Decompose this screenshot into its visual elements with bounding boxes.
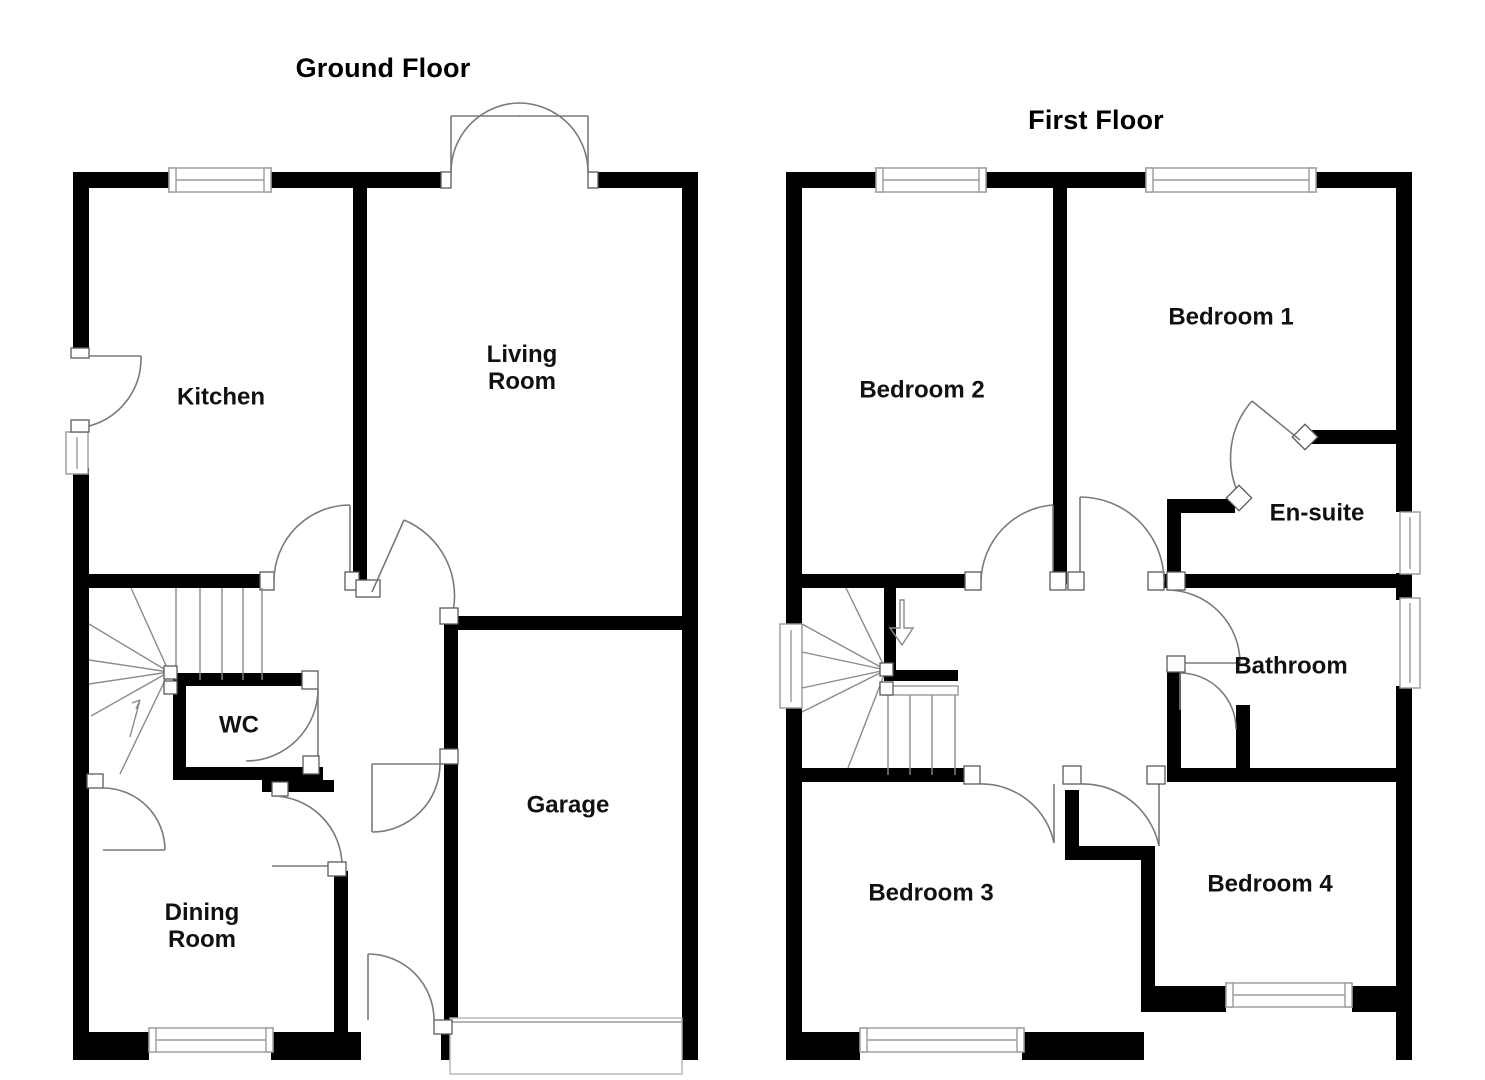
bedroom3-door xyxy=(963,765,1055,844)
kitchen-external-door xyxy=(70,347,142,433)
bedroom4-rear-window xyxy=(1225,982,1353,1008)
first-floor-walls xyxy=(786,172,1412,1060)
dining-hall-door xyxy=(271,781,347,877)
understairs-door xyxy=(86,773,166,851)
bedroom1-front-window xyxy=(1145,167,1317,193)
room-label-bedroom-3: Bedroom 3 xyxy=(868,879,994,907)
ground-floor-plan xyxy=(65,102,698,1075)
room-label-bedroom-4: Bedroom 4 xyxy=(1207,870,1333,898)
bedroom1-door xyxy=(1067,496,1165,591)
room-label-garage: Garage xyxy=(526,791,610,819)
room-label-living-room: Living Room xyxy=(486,340,558,395)
room-label-wc: WC xyxy=(219,711,259,739)
room-label-en-suite: En-suite xyxy=(1269,499,1365,527)
room-label-bathroom: Bathroom xyxy=(1234,652,1348,680)
room-label-bedroom-1: Bedroom 1 xyxy=(1168,303,1294,331)
airing-cupboard-door xyxy=(1179,672,1237,730)
living-hall-door xyxy=(355,519,459,625)
hall-front-door xyxy=(367,953,453,1035)
room-label-dining-room: Dining Room xyxy=(164,898,240,953)
room-label-bedroom-2: Bedroom 2 xyxy=(859,376,985,404)
bedroom2-front-window xyxy=(875,167,987,193)
garage-side-door xyxy=(371,748,459,833)
ground-floor-title: Ground Floor xyxy=(295,53,471,83)
garage-roller-door xyxy=(449,1017,683,1075)
living-room-french-doors xyxy=(440,102,599,189)
ensuite-side-window xyxy=(1399,511,1421,575)
bedroom4-door xyxy=(1062,765,1166,847)
bathroom-side-window xyxy=(1399,597,1421,689)
dining-rear-window xyxy=(148,1027,274,1053)
bathroom-door xyxy=(1166,571,1241,673)
kitchen-side-window xyxy=(65,431,89,475)
kitchen-front-window xyxy=(168,167,272,193)
room-label-kitchen: Kitchen xyxy=(176,383,266,411)
bedroom2-door xyxy=(964,504,1067,591)
ensuite-door xyxy=(1225,400,1319,512)
wc-door xyxy=(245,670,320,775)
bedroom3-rear-window xyxy=(859,1027,1025,1053)
first-floor-plan xyxy=(779,167,1421,1060)
first-floor-title: First Floor xyxy=(1028,105,1164,135)
kitchen-hall-door xyxy=(259,504,360,591)
first-floor-staircase xyxy=(801,587,959,775)
ground-floor-staircase xyxy=(88,587,263,775)
landing-side-window xyxy=(779,623,803,709)
